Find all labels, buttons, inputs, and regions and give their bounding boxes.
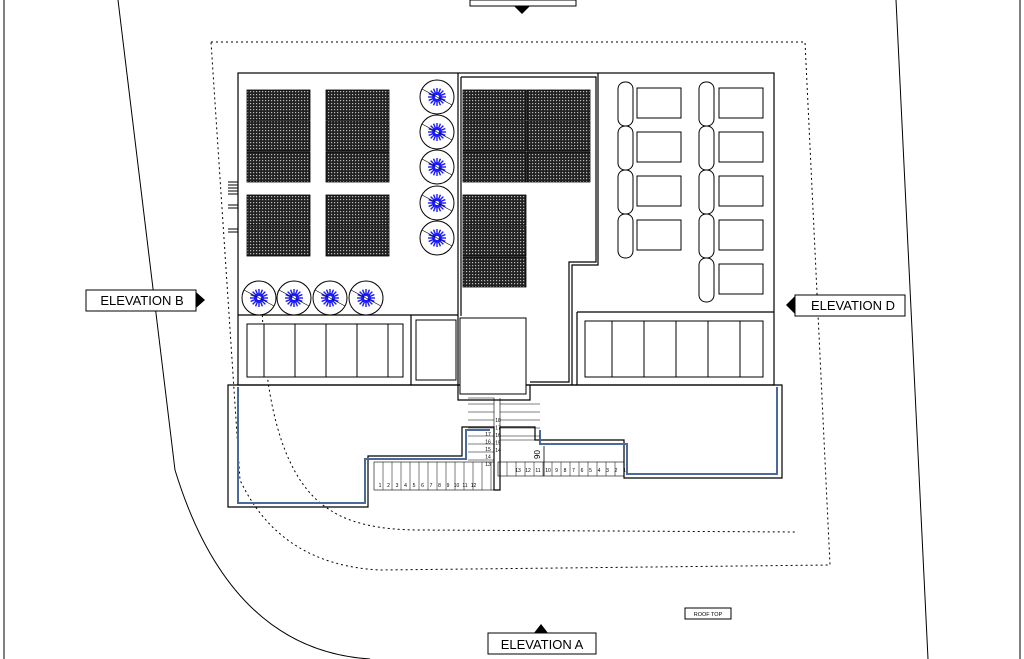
site-boundary <box>3 0 1021 659</box>
solar-panel <box>246 120 311 152</box>
exhaust-fan <box>419 79 455 115</box>
solar-panel <box>462 151 527 183</box>
exhaust-fan <box>276 280 312 316</box>
stair-step-number: 11 <box>462 483 467 489</box>
stair-step-number: 2 <box>615 468 618 474</box>
solar-panel <box>462 256 527 288</box>
elevation-a-label: ELEVATION A <box>501 637 584 652</box>
exhaust-fan <box>312 280 348 316</box>
stair-step-number: 18 <box>495 418 501 424</box>
solar-panel-array <box>246 89 591 288</box>
stair-step-number: 11 <box>535 468 540 474</box>
stair-mid-label: 90 <box>533 450 542 459</box>
stair-step-number: 17 <box>495 426 501 432</box>
exhaust-fan <box>419 149 455 185</box>
stair-step-number: 10 <box>545 468 551 474</box>
solar-panel <box>526 120 591 152</box>
stair-step-number: 1 <box>623 468 626 474</box>
stair-step-number: 13 <box>515 468 521 474</box>
stair-treads <box>382 403 616 490</box>
setback-lines <box>210 41 831 571</box>
solar-panel <box>325 120 390 152</box>
solar-panel <box>526 151 591 183</box>
solar-panel <box>462 225 527 257</box>
exhaust-fan <box>419 114 455 150</box>
elevation-b-label: ELEVATION B <box>100 293 183 308</box>
solar-panel <box>246 151 311 183</box>
solar-panel <box>462 89 527 121</box>
stair-step-number: 6 <box>581 468 584 474</box>
solar-panel <box>462 194 527 226</box>
stair-step-number: 7 <box>572 468 575 474</box>
stair-step-number: 9 <box>447 483 450 489</box>
stair-step-number: 17 <box>485 432 491 438</box>
solar-panel <box>246 225 311 257</box>
stair-step-number: 16 <box>495 433 501 439</box>
roof-top-tag: ROOF TOP <box>684 607 732 620</box>
stair-step-number: 3 <box>396 483 399 489</box>
roof-top-label: ROOF TOP <box>694 612 723 618</box>
stair-step-number: 8 <box>564 468 567 474</box>
solar-panel <box>246 89 311 121</box>
stair-step-number: 14 <box>495 448 501 454</box>
stair-step-number: 8 <box>438 483 441 489</box>
elevation-d-label: ELEVATION D <box>811 298 895 313</box>
solar-panel <box>325 151 390 183</box>
stair-step-number: 16 <box>485 440 491 446</box>
building-outline <box>227 72 783 508</box>
elevation-d-marker: ELEVATION D <box>786 294 906 317</box>
elevation-a-marker: ELEVATION A <box>487 624 597 655</box>
stair-step-number: 10 <box>454 483 460 489</box>
stair-step-number: 2 <box>387 483 390 489</box>
solar-panel <box>325 194 390 226</box>
solar-panel <box>526 89 591 121</box>
stair-step-number: 15 <box>495 441 501 447</box>
tank-area <box>617 81 764 303</box>
stair-step-number: 4 <box>404 483 407 489</box>
stair-step-number: 4 <box>598 468 601 474</box>
stair-step-number: 13 <box>485 462 491 468</box>
stair-step-number: 15 <box>485 447 491 453</box>
exhaust-fan <box>241 280 277 316</box>
stair-step-number: 1 <box>379 483 382 489</box>
stair-step-number: 12 <box>525 468 531 474</box>
exhaust-fan <box>419 185 455 221</box>
solar-panel <box>462 120 527 152</box>
solar-panel <box>325 225 390 257</box>
stair-step-number: 7 <box>430 483 433 489</box>
stair-step-number: 12 <box>471 483 477 489</box>
stair-step-number: 3 <box>606 468 609 474</box>
stair-step-number: 5 <box>413 483 416 489</box>
parapet-edge <box>237 387 778 504</box>
north-marker-top <box>469 0 577 14</box>
utility-units <box>246 317 764 395</box>
stair-step-number: 5 <box>589 468 592 474</box>
exhaust-fan <box>419 220 455 256</box>
solar-panel <box>246 194 311 226</box>
stair-step-number: 6 <box>421 483 424 489</box>
stair-step-number: 9 <box>555 468 558 474</box>
exhaust-fan <box>348 280 384 316</box>
vent-grilles <box>228 181 238 233</box>
stair-step-number: 14 <box>485 455 491 461</box>
exhaust-fans <box>241 79 455 316</box>
solar-panel <box>325 89 390 121</box>
elevation-b-marker: ELEVATION B <box>85 289 205 312</box>
